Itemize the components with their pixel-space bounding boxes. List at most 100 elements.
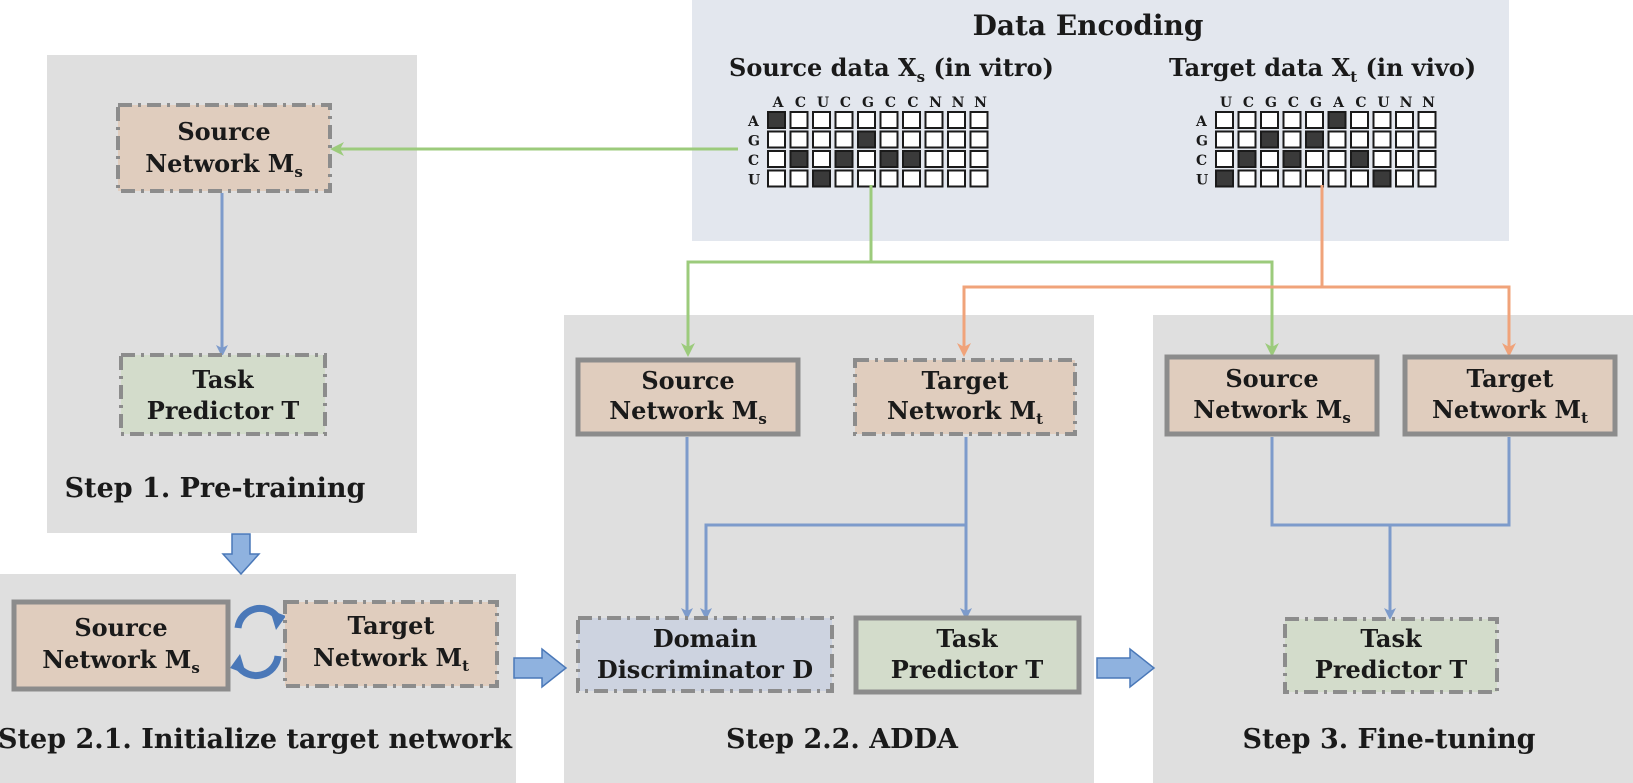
source-seq-letter: G: [862, 95, 874, 111]
source-seq-letter: C: [840, 95, 851, 111]
source-matrix-cell: [947, 169, 966, 188]
step1-task-predictor-box: [119, 353, 327, 436]
target-matrix-cell: [1215, 130, 1234, 149]
target-matrix-cell: [1417, 150, 1437, 168]
step22-source-network-text-2: Network Ms: [609, 396, 767, 428]
source-seq-letter: C: [885, 95, 896, 111]
source-matrix-cell: [812, 111, 831, 129]
step1-to-step21-block-arrow: [221, 533, 261, 576]
step22-target-network-box: [853, 358, 1077, 436]
target-seq-letter: N: [1422, 95, 1435, 111]
step3-source-network-text-2: Network Ms: [1193, 395, 1351, 427]
source-matrix-cell: [969, 169, 989, 188]
target-data-label: Target data Xt (in vivo): [1169, 53, 1476, 86]
target-seq-letter: N: [1400, 95, 1413, 111]
source-data-label: Source data Xs (in vitro): [729, 53, 1054, 86]
step1-task-predictor-text: Task: [192, 365, 255, 394]
step22-source-network-box: [575, 357, 801, 437]
target-matrix-cell: [1372, 150, 1392, 168]
source-matrix-cell: [767, 111, 786, 129]
step22-task-predictor-text-2: Predictor T: [891, 655, 1044, 684]
source-matrix-cell: [879, 169, 899, 188]
target-matrix-cell: [1260, 169, 1279, 188]
target-matrix-cell: [1305, 169, 1324, 188]
target-matrix-cell: [1417, 111, 1437, 129]
target-matrix-cell: [1237, 150, 1257, 168]
source-matrix-cell: [834, 169, 854, 188]
source-row-label: G: [748, 134, 760, 150]
source-matrix-cell: [767, 150, 786, 168]
source-matrix-cell: [924, 150, 944, 168]
step22-source-network-text: Source: [641, 366, 734, 395]
step22-domain-discriminator-box: [576, 616, 834, 693]
source-matrix-cell: [834, 130, 854, 149]
step3-source-network-box: [1164, 354, 1380, 437]
step21-to-step22-block-arrow: [513, 647, 568, 689]
target-matrix-cell: [1260, 130, 1279, 149]
source-matrix-cell: [857, 150, 876, 168]
step21-target-network-text-2: Network Mt: [313, 643, 469, 675]
source-to-step3-arrow: [871, 260, 1279, 357]
step21-source-network-box: [11, 599, 231, 692]
step22-to-step3-block-arrow: [1096, 647, 1156, 689]
source-row-label: U: [748, 173, 760, 189]
source-seq-letter: C: [795, 95, 806, 111]
source-matrix-cell: [789, 130, 809, 149]
step21-label: Step 2.1. Initialize target network: [0, 724, 513, 755]
step22-task-predictor-text: Task: [936, 624, 999, 653]
target-seq-letter: G: [1310, 95, 1322, 111]
step3-task-predictor-box: [1283, 617, 1499, 694]
step3-source-network-text: Source: [1225, 364, 1318, 393]
step1-source-network-text: Source: [177, 117, 270, 146]
step21-source-network-text-2: Network Ms: [42, 645, 200, 677]
step3-task-predictor-text: Task: [1360, 624, 1423, 653]
target-matrix-cell: [1395, 150, 1414, 168]
step3-task-predictor-text-2: Predictor T: [1315, 655, 1468, 684]
target-to-step3-arrow: [1322, 285, 1516, 357]
source-matrix-cell: [924, 130, 944, 149]
step22-label: Step 2.2. ADDA: [726, 724, 959, 755]
source-matrix-cell: [767, 130, 786, 149]
source-row-label: C: [748, 153, 759, 169]
step3-target-network-text: Target: [1467, 364, 1554, 393]
step1-task-predictor-text-2: Predictor T: [147, 396, 300, 425]
step22-discriminator-text-2: Discriminator D: [597, 655, 813, 684]
step22-target-network-text: Target: [922, 366, 1009, 395]
target-matrix-cell: [1417, 169, 1437, 188]
source-matrix-cell: [834, 150, 854, 168]
target-matrix-cell: [1327, 169, 1347, 188]
source-matrix-cell: [789, 169, 809, 188]
target-seq-letter: C: [1243, 95, 1254, 111]
target-matrix-cell: [1282, 130, 1302, 149]
step22-target-network-text-2: Network Mt: [887, 396, 1043, 428]
target-matrix-cell: [1350, 130, 1369, 149]
source-seq-letter: C: [907, 95, 918, 111]
source-matrix-cell: [857, 111, 876, 129]
target-seq-letter: U: [1220, 95, 1232, 111]
target-matrix-cell: [1395, 169, 1414, 188]
source-matrix-cell: [902, 150, 921, 168]
step1-source-network-text-2: Network Ms: [145, 149, 303, 181]
source-matrix-cell: [857, 169, 876, 188]
target-matrix-cell: [1237, 130, 1257, 149]
source-row-label: A: [747, 114, 760, 130]
target-matrix-cell: [1282, 150, 1302, 168]
target-matrix-cell: [1282, 169, 1302, 188]
target-matrix-cell: [1305, 130, 1324, 149]
target-matrix-cell: [1327, 130, 1347, 149]
target-seq-letter: C: [1355, 95, 1366, 111]
source-matrix-cell: [879, 111, 899, 129]
target-matrix-cell: [1372, 130, 1392, 149]
step3-target-network-box: [1402, 354, 1618, 437]
target-matrix-cell: [1395, 130, 1414, 149]
target-matrix-cell: [1215, 169, 1234, 188]
target-matrix-cell: [1395, 111, 1414, 129]
source-matrix-cell: [924, 111, 944, 129]
target-matrix-cell: [1237, 169, 1257, 188]
source-matrix-cell: [902, 111, 921, 129]
source-seq-letter: N: [952, 95, 965, 111]
step22-task-predictor-box: [853, 615, 1082, 695]
source-matrix-cell: [924, 169, 944, 188]
target-matrix-cell: [1215, 111, 1234, 129]
target-row-label: C: [1196, 153, 1207, 169]
